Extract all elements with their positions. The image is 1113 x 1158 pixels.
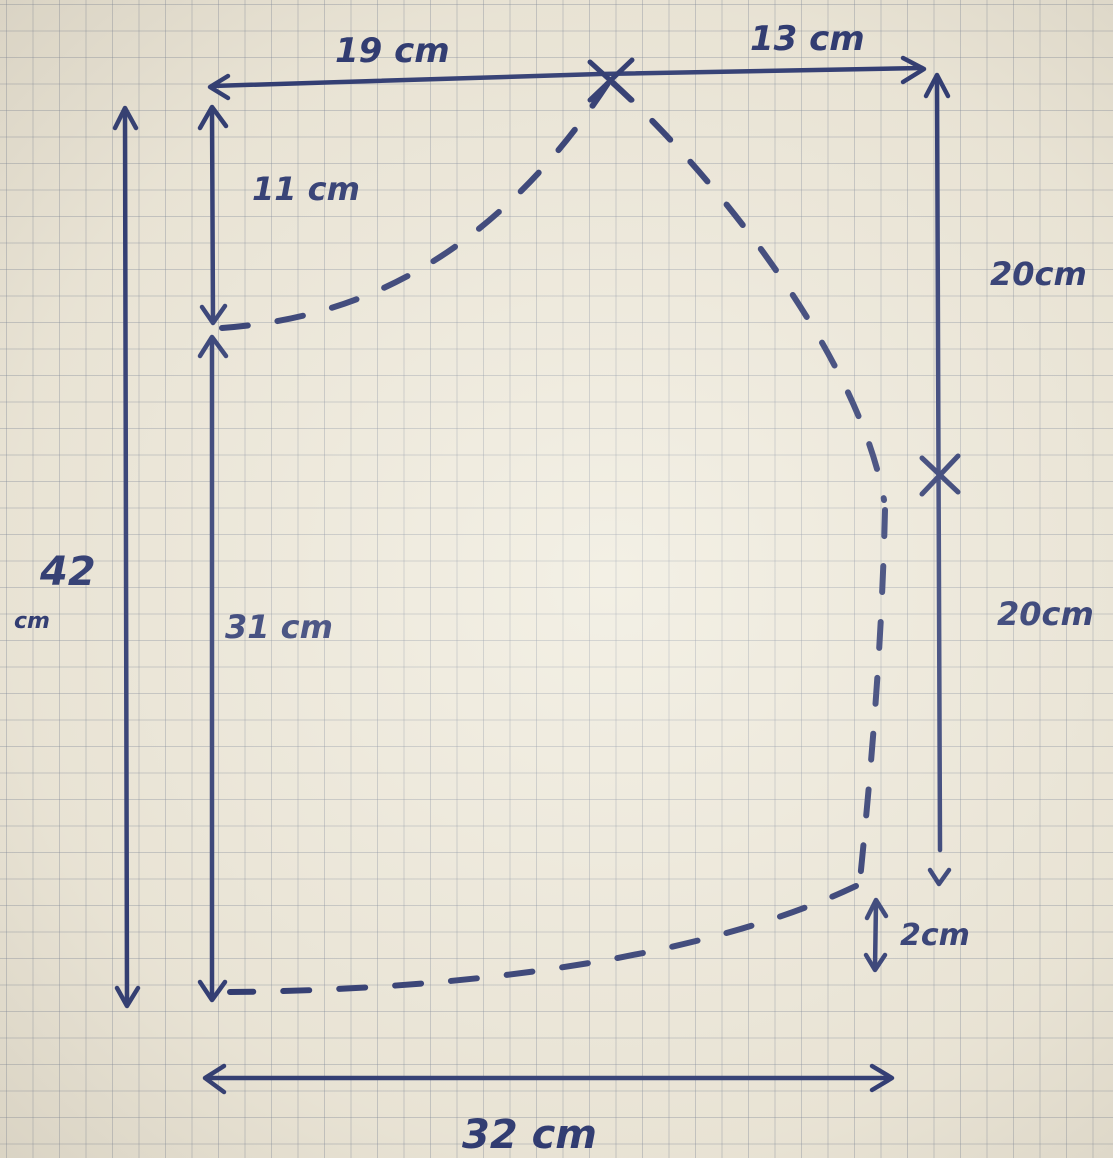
- label-height-value: 42: [39, 549, 96, 595]
- left-upper-dimension: [197, 104, 229, 326]
- bottom-offset-dimension: [863, 897, 889, 973]
- top-width-dimension: [207, 55, 927, 101]
- right-midpoint-mark: [919, 453, 961, 497]
- label-top-right: 13 cm: [750, 19, 865, 59]
- pattern-outline: [219, 77, 888, 995]
- bottom-width-dimension: [202, 1063, 895, 1095]
- label-right-upper: 20cm: [990, 255, 1087, 293]
- label-left-upper: 11 cm: [252, 170, 360, 208]
- left-lower-dimension: [197, 334, 229, 1003]
- overall-height-dimension: [112, 105, 141, 1009]
- top-point-mark: [587, 57, 635, 103]
- label-height-unit: cm: [14, 609, 50, 634]
- label-bottom-width: 32 cm: [462, 1112, 597, 1158]
- right-height-dimension: [923, 72, 952, 887]
- label-left-lower: 31 cm: [225, 608, 333, 646]
- label-right-lower: 20cm: [997, 595, 1094, 633]
- label-top-left: 19 cm: [335, 31, 450, 71]
- label-bottom-offset: 2cm: [900, 918, 970, 953]
